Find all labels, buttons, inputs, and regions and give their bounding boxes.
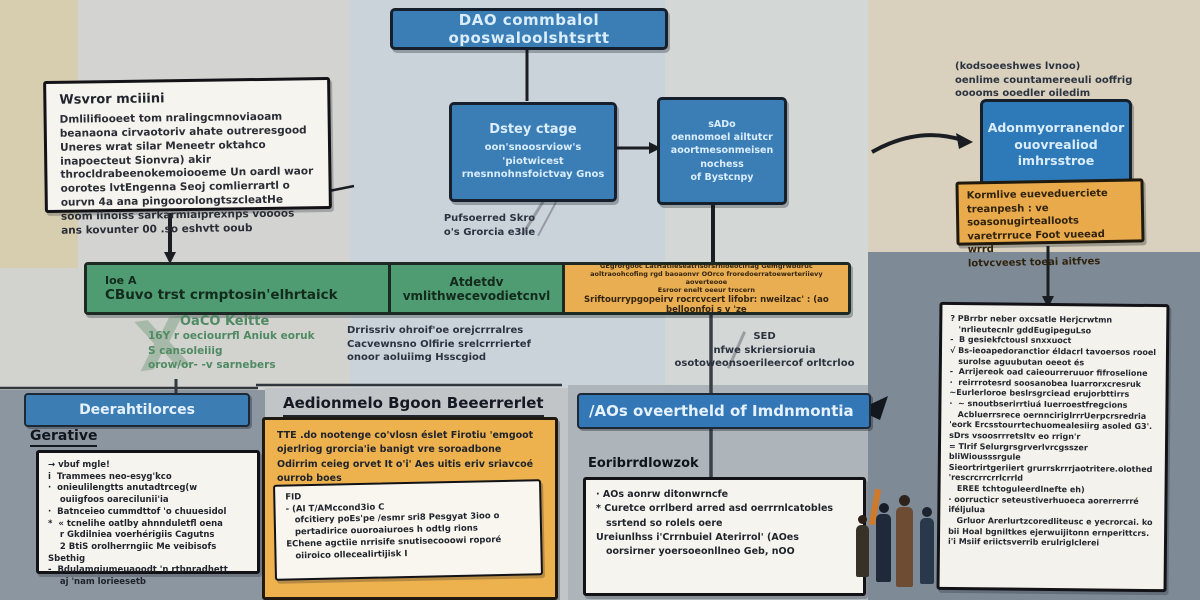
text-line: ssrtend so rolels oere [596,517,723,529]
subheader-eoribrrdlowzok: Eoribrrdlowzok [588,456,699,471]
subheader-eoribrrdlowzok-label: Eoribrrdlowzok [588,456,699,471]
annotation-sed: SED nfwe skriersioruia osotoweonsoerileerc… [662,330,867,371]
main-title-label: DAO commbalol oposwaloolshtsrtt [448,11,610,47]
section-header-aos-label: /AOs oveertheld of Imdnmontia [589,402,854,420]
text-line: orow/or- -v sarnebers [148,359,276,372]
text-line: SED [753,331,776,342]
watermark-x: X [130,302,194,389]
section-header-middle-label: Aedionmelo Bgoon Beeerrerlet [283,394,544,412]
text-line: aj 'nam lorieesetb [48,577,147,588]
process-bar-segment-2: Atdetdv vmlithwecevodietcnvl [388,265,562,312]
text-line: oorsirner yoersoeonllneo Geb, nOO [596,546,795,557]
panel-bottom-right: · AOs aonrw ditonwrncfe * Curetce orrlber… [583,477,866,596]
text-line: lotvcveest toeai aitfves [967,255,1101,269]
text-line: - Bdulamgiumeuaoodt 'n rtbnradhett [48,565,228,576]
text-line: of Bystcnpy [690,171,754,183]
text-line: osotoweonsoerileercof orltcrloo [674,358,855,369]
section-header-left-label: Deerahtilorces [79,402,195,418]
text-line: oenlime countamereeuli ooffrig [955,74,1133,86]
bar3-big-line: Sriftourrypgopeirv rocrcvcert lifobr: nw… [584,295,829,316]
text-line: = Tlrif Selurgrsgrverlvrcgsszer bliWious… [948,441,1091,462]
text-line: imhrsstroe [1017,153,1095,169]
text-line: · onieulilengtts anutadtrceg(w [48,483,198,494]
annotation-green: X OaCO Keitte 16Y r oeciourrfl Aniuk eor… [118,303,328,389]
text-line: r Gkdilniea voerhérigiis Cagutns [48,530,215,541]
text-line: Odirrim ceieg orvet It o'i' Aes uitis er… [277,458,534,470]
text-line: TTE .do nootenge co'vlosn éslet Firotiu … [277,430,534,441]
text-line: → vbuf mgle! [48,460,110,470]
text-line: 'piotwicest [502,155,564,167]
text-line: varetrrruce Foot vueead wrrd [967,228,1105,256]
text-line: ojerlriog grorcia'ie banigt vre soroadbo… [277,444,502,456]
text-line: ourrob boes [277,472,342,484]
text-line: 16Y r oeciourrfl Aniuk eoruk [148,330,315,342]
section-header-middle: Aedionmelo Bgoon Beeerrerlet [283,394,544,417]
text-line: GEgrorgooc LatHatileseatrisorsrnloeocirl… [600,261,813,270]
note-bottom-middle-inner: FID- (AI T/AMccond3io C ofcitiery poEs'p… [273,479,543,581]
section-header-aos: /AOs oveertheld of Imdnmontia [577,393,871,429]
text-line: o's Grorcia e3lie [443,226,536,238]
text-line: Kormlive eueveduerciete [966,187,1108,202]
bar1-line2: CBuvo trst crmptosin'elhrtaick [105,287,338,303]
process-bar-segment-3: GEgrorgooc LatHatileseatrisorsrnloeocirl… [561,261,848,316]
node-left-note: Wsvror mciiini Dmlilifiooeet tom nraling… [43,77,332,237]
text-line: aoltraoohcofing rgd baoaonvr OOrco frore… [590,269,825,286]
annotation-preferred: Pufsoerred Skro o's Grorcia e3lie [402,212,577,239]
left-note-title: Wsvror mciiini [59,91,165,108]
text-line: sADo [708,118,736,130]
green-note-title: OaCO Keitte [180,314,270,329]
subheader-gerative: Gerative [30,428,98,447]
panel-bottom-left: → vbuf mgle!i Trammees neo-esyg'kco· oni… [36,450,260,587]
process-bar-segment-1: Ioe A CBuvo trst crmptosin'elhrtaick [87,265,389,312]
text-line: ouovrealiod [1014,136,1098,152]
bar1-line1: Ioe A [105,274,137,287]
text-line: treanpesh : ve soasonugirtealloots [966,202,1080,229]
text-line: S cansoleiiig [148,344,223,357]
text-line: (kodsoeeshwes lvnoo) [955,61,1081,72]
people-group [852,487,947,600]
text-line: i'i Msiif eriictsverrib erulriglclerei [947,537,1100,548]
annotation-top-right: (kodsoeeshwes lvnoo) oenlime countamereeu… [955,60,1165,101]
panel-right-tall: ? PBrrbr neber oxcsatle Herjcrwtmn 'nrli… [936,301,1170,593]
text-line: oon'snoosrviow's [484,142,582,154]
text-line: 2 BtiS orolherrngiic Me veibisofs Sbethi… [48,542,220,564]
bar2-line: Atdetdv vmlithwecevodietcnvl [402,274,551,303]
text-line: i Trammees neo-esyg'kco [48,471,172,482]
node-main-title: DAO commbalol oposwaloolshtsrtt [390,8,668,50]
text-line: Drrissriv ohroif'oe orejcrrralres [347,325,524,336]
text-line: ooooms ooedler oiledim [955,88,1091,99]
text-line: Pufsoerred Skro [443,213,536,224]
node-stage: Dstey ctage oon'snoosrviow's'piotwicest r… [449,102,617,202]
text-line: * « tcnelihe oatlby ahnnduletfl oena [48,518,223,529]
text-line: onoor aoluiimg Hsscgiod [347,352,487,363]
text-line: aoortmesonmeisen [670,145,774,157]
text-line: Esroor enelt oeeur trocern [657,286,755,295]
stage-title: Dstey ctage [489,122,577,138]
text-line: · Batnceieo cummdttof 'o chuuesidol [48,506,227,517]
section-header-left: Deerahtilorces [24,393,250,427]
text-line: Cacvewnsno Olfirie srelcrrriertef [347,338,531,350]
text-line: nfwe skriersioruia [713,344,816,356]
text-line: oennomoel ailtutcr [671,132,773,144]
text-line: Ureiunlhss i'Crrnbuiel Aterirrol' (AOes [596,531,799,543]
text-line: · oorructicr seteustiverhuoeca aorerrerr… [948,494,1142,515]
subheader-gerative-label: Gerative [30,428,98,444]
text-line: nochess [700,158,744,170]
left-note-body: Dmlilifiooeet tom nralingcmnoviaoam bean… [59,110,314,237]
text-line: ouiigfoos oarecilunii'ia [48,495,169,506]
stage-lines: oon'snoosrviow's'piotwicest rnesnnohnsfoi… [452,141,614,182]
text-line: · AOs aonrw ditonwrncfe [596,489,729,500]
text-line: Adonmyorranendor [987,119,1125,135]
process-bar: Ioe A CBuvo trst crmptosin'elhrtaick Atd… [84,262,851,315]
text-line: * Curetce orrlberd arred asd oerrrnlcato… [596,503,834,515]
text-line: rnesnnohnsfoictvay Gnos [461,169,605,181]
